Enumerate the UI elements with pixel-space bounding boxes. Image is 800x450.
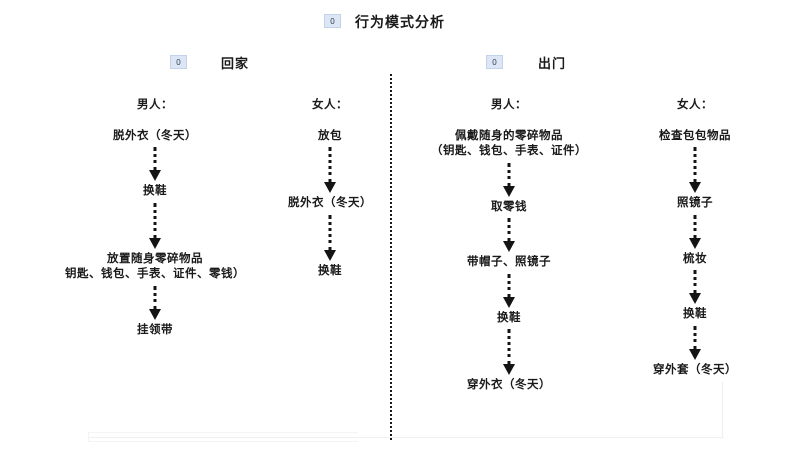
arrow-shaft (328, 214, 332, 251)
flow-step-text: 脱外衣（冬天） (113, 127, 197, 142)
arrow-shaft (507, 273, 511, 298)
flow-step-text: 放包 (318, 127, 342, 142)
arrow-head-icon (689, 293, 701, 305)
page-right-rule (722, 382, 723, 438)
flow-step: 换鞋 (600, 306, 790, 322)
flow-step-text: 取零钱 (491, 198, 527, 213)
page-bottom-rule (88, 437, 724, 438)
flow-step: 照镜子 (600, 195, 790, 211)
flow-step-text: 带帽子、照镜子 (467, 254, 551, 269)
flow-arrow (40, 143, 270, 183)
flow-step: 穿外衣（冬天） (400, 377, 618, 393)
arrow-head-icon (149, 170, 161, 182)
flow-step: 换鞋 (270, 263, 390, 279)
flow-actor-label: 女人： (312, 97, 348, 111)
right-section-comment-badge[interactable]: 0 (486, 55, 503, 69)
flow-column-home-man: 男人： 脱外衣（冬天） 换鞋 放置随身零碎物品 钥匙、钱包、手表、证件、零钱） … (40, 97, 270, 338)
flow-arrow (600, 322, 790, 362)
flow-arrow (400, 270, 618, 310)
arrow-shaft (153, 147, 157, 172)
flow-step-text: 穿外套（冬天） (653, 361, 737, 376)
arrow-shaft (693, 214, 697, 239)
flow-step-text: 换鞋 (683, 306, 707, 321)
arrow-head-icon (689, 348, 701, 360)
arrow-shaft (693, 147, 697, 184)
flow-step: 挂领带 (40, 322, 270, 338)
flow-step: 换鞋 (400, 310, 618, 326)
arrow-shaft (153, 202, 157, 239)
flow-step-text: 梳妆 (683, 250, 707, 265)
flow-arrow (270, 143, 390, 195)
title-comment-badge[interactable]: 0 (324, 14, 341, 28)
flow-step: 佩戴随身的零碎物品 （钥匙、钱包、手表、证件） (400, 128, 618, 159)
arrow-head-icon (324, 182, 336, 194)
flow-actor-label: 男人： (137, 97, 173, 111)
flow-step: 取零钱 (400, 199, 618, 215)
arrow-head-icon (503, 296, 515, 308)
section-divider (390, 74, 392, 440)
arrow-head-icon (689, 237, 701, 249)
arrow-head-icon (149, 237, 161, 249)
arrow-shaft (507, 218, 511, 243)
arrow-head-icon (503, 241, 515, 253)
arrow-shaft (328, 147, 332, 184)
flow-step: 检查包包物品 (600, 128, 790, 144)
flow-arrow (400, 325, 618, 377)
section-heading-home: 回家 (220, 57, 249, 72)
flow-step-text: 照镜子 (677, 195, 713, 210)
arrow-head-icon (503, 185, 515, 197)
arrow-shaft (153, 285, 157, 310)
arrow-shaft (507, 329, 511, 366)
flow-arrow (600, 211, 790, 251)
flow-step: 换鞋 (40, 183, 270, 199)
flow-step: 梳妆 (600, 251, 790, 267)
section-heading-going-out: 出门 (537, 57, 566, 72)
flow-arrow (600, 266, 790, 306)
flow-arrow (400, 214, 618, 254)
flow-arrow (40, 282, 270, 322)
flow-actor-label: 男人： (491, 97, 527, 111)
flow-step: 脱外衣（冬天） (270, 195, 390, 211)
flow-step-text: 检查包包物品 (659, 127, 731, 142)
flow-column-out-man: 男人： 佩戴随身的零碎物品 （钥匙、钱包、手表、证件） 取零钱 带帽子、照镜子 … (400, 97, 618, 393)
flow-step: 放置随身零碎物品 钥匙、钱包、手表、证件、零钱） (40, 251, 270, 282)
flow-step-text: 挂领带 (137, 321, 173, 336)
flow-step: 穿外套（冬天） (600, 362, 790, 378)
flow-step-text: 换鞋 (497, 309, 521, 324)
arrow-shaft (693, 325, 697, 350)
flow-step-text: 换鞋 (143, 183, 167, 198)
flow-step-text: 脱外衣（冬天） (288, 195, 372, 210)
flow-step: 脱外衣（冬天） (40, 128, 270, 144)
flow-step-detail: 钥匙、钱包、手表、证件、零钱） (65, 266, 245, 281)
page-title: 行为模式分析 (355, 15, 445, 31)
flow-step: 放包 (270, 128, 390, 144)
flow-step-text: 换鞋 (318, 262, 342, 277)
flow-step-text: 穿外衣（冬天） (467, 377, 551, 392)
arrow-head-icon (689, 182, 701, 194)
arrow-head-icon (503, 364, 515, 376)
left-section-comment-badge[interactable]: 0 (170, 55, 187, 69)
flow-step-detail: （钥匙、钱包、手表、证件） (431, 143, 587, 158)
flow-arrow (270, 211, 390, 263)
arrow-shaft (693, 270, 697, 295)
flow-arrow (400, 159, 618, 199)
flow-arrow (40, 199, 270, 251)
flow-column-out-woman: 女人： 检查包包物品 照镜子 梳妆 换鞋 穿外套 (600, 97, 790, 378)
flow-arrow (600, 143, 790, 195)
flow-step: 带帽子、照镜子 (400, 254, 618, 270)
flow-step-text: 放置随身零碎物品 (107, 250, 203, 265)
arrow-head-icon (149, 308, 161, 320)
flow-actor-label: 女人： (677, 97, 713, 111)
arrow-head-icon (324, 249, 336, 261)
arrow-shaft (507, 162, 511, 187)
flow-step-text: 佩戴随身的零碎物品 (455, 127, 563, 142)
flow-column-home-woman: 女人： 放包 脱外衣（冬天） 换鞋 (270, 97, 390, 279)
